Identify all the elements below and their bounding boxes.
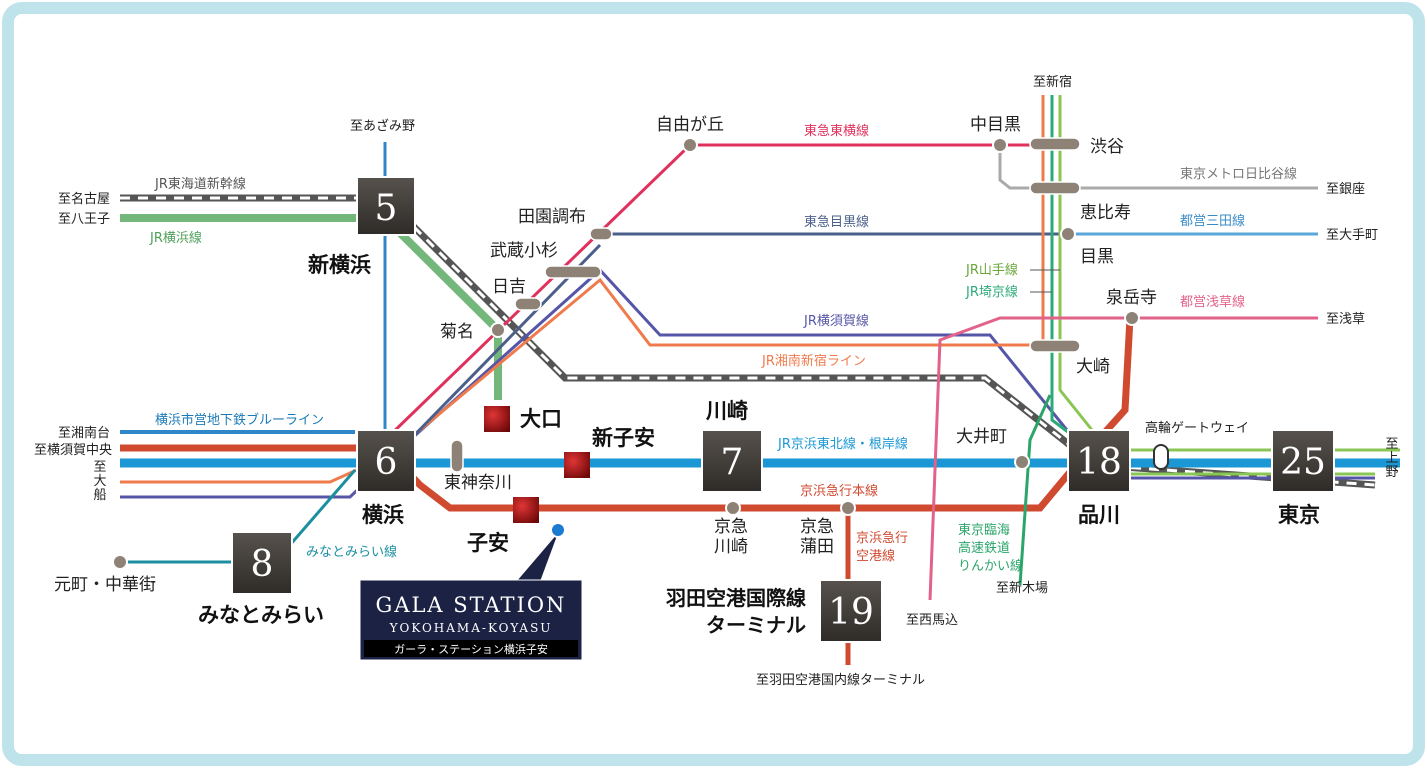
oguchi-marker <box>484 406 510 432</box>
rinkai-line <box>1018 394 1052 586</box>
minatomirai-line <box>120 469 357 564</box>
station-takanawa: 高輪ゲートウェイ <box>1145 420 1249 436</box>
svg-text:5: 5 <box>375 188 398 229</box>
station-keikyukamata: 京急蒲田 <box>800 517 834 557</box>
takanawa-marker <box>1153 444 1169 470</box>
time-box-tokyo: 25 <box>1271 429 1335 493</box>
label-asakusa: 都営浅草線 <box>1180 294 1245 310</box>
svg-text:25: 25 <box>1280 442 1326 483</box>
label-toyoko: 東急東横線 <box>804 123 869 139</box>
meguro-line-west <box>393 243 602 457</box>
label-saikyo: JR埼京線 <box>965 284 1018 300</box>
station-jiyugaoka: 自由が丘 <box>656 115 724 135</box>
time-box-kawasaki: 7 <box>701 429 763 493</box>
station-oimachi: 大井町 <box>956 427 1007 447</box>
dir-azamino: 至あざみ野 <box>350 118 415 134</box>
station-higashikanagawa: 東神奈川 <box>444 473 512 493</box>
station-denenchofu: 田園調布 <box>518 207 586 227</box>
hibiya-line <box>998 145 1318 190</box>
station-ebisu: 恵比寿 <box>1080 203 1131 223</box>
svg-text:6: 6 <box>375 442 398 483</box>
svg-text:7: 7 <box>721 442 744 483</box>
dir-nagoya: 至名古屋 <box>58 191 110 207</box>
dir-yokosukachuo: 至横須賀中央 <box>34 443 112 458</box>
asakusa-line <box>928 316 1318 601</box>
shonan-line <box>120 277 1048 484</box>
station-meguro: 目黒 <box>1080 247 1114 267</box>
label-mita: 都営三田線 <box>1180 213 1245 229</box>
label-yamanote: JR山手線 <box>965 262 1018 278</box>
station-musashikosugi: 武蔵小杉 <box>490 241 558 261</box>
station-sengakuji: 泉岳寺 <box>1106 288 1157 308</box>
station-osaki: 大崎 <box>1076 357 1110 377</box>
station-keikyukawasaki: 京急川崎 <box>714 517 748 557</box>
dir-asakusa: 至浅草 <box>1326 312 1365 327</box>
station-nakameguro: 中目黒 <box>970 115 1021 135</box>
label-meguro-line: 東急目黒線 <box>804 214 869 230</box>
station-hiyoshi: 日吉 <box>492 277 526 297</box>
station-shibuya: 渋谷 <box>1090 137 1124 157</box>
station-oguchi: 大口 <box>520 407 562 431</box>
dir-haneda-domestic: 至羽田空港国内線ターミナル <box>756 672 925 688</box>
station-kikuna: 菊名 <box>440 322 474 342</box>
toyoko-line <box>383 143 1045 442</box>
label-blueline: 横浜市営地下鉄ブルーライン <box>155 412 324 428</box>
time-box-yokohama: 6 <box>356 429 416 493</box>
svg-text:GALA STATION: GALA STATION <box>376 593 567 617</box>
label-keikyu: 京浜急行本線 <box>800 483 878 499</box>
svg-text:19: 19 <box>828 592 874 633</box>
dir-shinkiba: 至新木場 <box>996 580 1048 596</box>
station-dots <box>112 137 1140 570</box>
svg-text:ガーラ・ステーション横浜子安: ガーラ・ステーション横浜子安 <box>394 642 548 656</box>
time-box-shinyokohama: 5 <box>356 176 416 236</box>
svg-text:18: 18 <box>1076 442 1122 483</box>
label-shinkansen: JR東海道新幹線 <box>154 176 246 192</box>
station-shinyokohama: 新横浜 <box>308 253 371 277</box>
dir-shinjuku: 至新宿 <box>1033 74 1072 90</box>
station-tokyo: 東京 <box>1278 503 1320 527</box>
label-minatomirai-line: みなとみらい線 <box>306 544 397 560</box>
station-shinkoyasu: 新子安 <box>592 426 655 450</box>
svg-text:8: 8 <box>251 544 274 585</box>
station-motomachi: 元町・中華街 <box>54 575 156 595</box>
label-keihin: JR京浜東北線・根岸線 <box>777 436 908 452</box>
label-yokosuka: JR横須賀線 <box>803 313 869 329</box>
station-shinagawa: 品川 <box>1078 503 1120 527</box>
shinkoyasu-marker <box>564 452 590 478</box>
label-yokohama-line: JR横浜線 <box>149 230 202 246</box>
station-kawasaki: 川崎 <box>705 399 748 423</box>
shinkansen-line <box>120 194 1376 489</box>
station-yokohama: 横浜 <box>362 503 404 527</box>
dir-shonandai: 至湘南台 <box>58 425 110 441</box>
time-box-shinagawa: 18 <box>1067 429 1131 493</box>
dir-ofuna: 至大船 <box>93 460 106 503</box>
dir-hachioji: 至八王子 <box>58 212 110 227</box>
station-haneda: 羽田空港国際線ターミナル <box>666 586 806 637</box>
label-shonan: JR湘南新宿ライン <box>761 353 866 369</box>
gala-station-badge: GALA STATION YOKOHAMA-KOYASU ガーラ・ステーション横… <box>359 579 583 661</box>
time-box-minatomirai: 8 <box>231 531 293 595</box>
label-hibiya: 東京メトロ日比谷線 <box>1180 166 1297 182</box>
station-minatomirai: みなとみらい <box>198 603 324 627</box>
dir-ginza: 至銀座 <box>1326 182 1365 197</box>
koyasu-marker <box>513 497 539 523</box>
svg-text:YOKOHAMA-KOYASU: YOKOHAMA-KOYASU <box>389 621 553 635</box>
dir-nishimagome: 至西馬込 <box>906 613 958 628</box>
station-bars <box>450 137 1081 473</box>
dir-otemachi: 至大手町 <box>1326 228 1378 243</box>
label-keikyu-airport: 京浜急行空港線 <box>856 531 908 564</box>
time-box-haneda: 19 <box>819 579 883 643</box>
station-koyasu: 子安 <box>467 531 509 555</box>
label-rinkai: 東京臨海高速鉄道りんかい線 <box>958 522 1023 574</box>
dir-ueno: 至上野 <box>1385 437 1398 480</box>
gala-dot-icon <box>550 522 566 538</box>
